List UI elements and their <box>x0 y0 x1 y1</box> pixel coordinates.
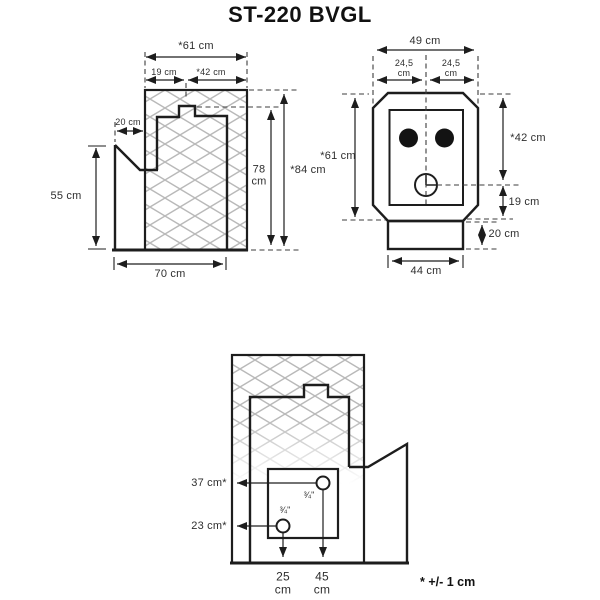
connection-view-dimension-lines <box>237 479 327 557</box>
front-view-base <box>386 219 465 251</box>
label-front-half-width-right: 24,5 cm <box>441 57 461 78</box>
connection-view-body-outline <box>248 383 351 562</box>
side-view-tunnel-outline <box>113 144 158 249</box>
side-view-body-outline <box>155 104 229 249</box>
front-view <box>342 46 519 268</box>
label-side-total-height: *84 cm <box>290 164 326 176</box>
label-side-total-depth: *61 cm <box>178 40 214 52</box>
label-upper-port-height: 37 cm* <box>191 477 227 489</box>
connection-view <box>230 353 409 565</box>
page-title: ST-220 BVGL <box>228 2 372 27</box>
label-front-body-height: *61 cm <box>320 150 356 162</box>
front-view-dimension-lines <box>351 46 507 268</box>
label-front-base-height: 20 cm <box>488 228 520 240</box>
label-side-tunnel-length: 20 cm <box>115 117 141 127</box>
label-front-half-width-left: 24,5 cm <box>394 57 414 78</box>
side-view-dimension-lines <box>88 53 288 270</box>
label-upper-port-thread: ¾" <box>303 490 315 500</box>
label-lower-port-thread: ¾" <box>279 505 291 515</box>
side-view <box>88 52 299 270</box>
tolerance-note: * +/- 1 cm <box>420 575 476 589</box>
label-front-base-width: 44 cm <box>410 265 442 277</box>
label-side-front-section: 19 cm <box>151 67 177 77</box>
water-port-upper <box>315 475 331 491</box>
label-side-base-depth: 70 cm <box>154 268 186 280</box>
air-vent-right <box>435 128 454 148</box>
label-side-tunnel-height: 55 cm <box>50 190 82 202</box>
label-side-rear-section: *42 cm <box>196 67 226 77</box>
label-front-upper-section: *42 cm <box>510 132 546 144</box>
label-side-flue-height: 78 cm <box>251 163 267 188</box>
label-lower-port-offset: 25 cm <box>274 569 292 597</box>
air-vent-left <box>399 128 418 148</box>
label-upper-port-offset: 45 cm <box>313 569 331 597</box>
water-port-lower <box>275 518 291 534</box>
side-view-extension-lines <box>114 52 299 251</box>
label-lower-port-height: 23 cm* <box>191 520 227 532</box>
label-front-total-width: 49 cm <box>409 35 441 47</box>
front-view-extension-lines <box>342 55 519 250</box>
connection-view-tunnel-outline <box>349 441 409 562</box>
label-front-lower-section: 19 cm <box>508 196 540 208</box>
